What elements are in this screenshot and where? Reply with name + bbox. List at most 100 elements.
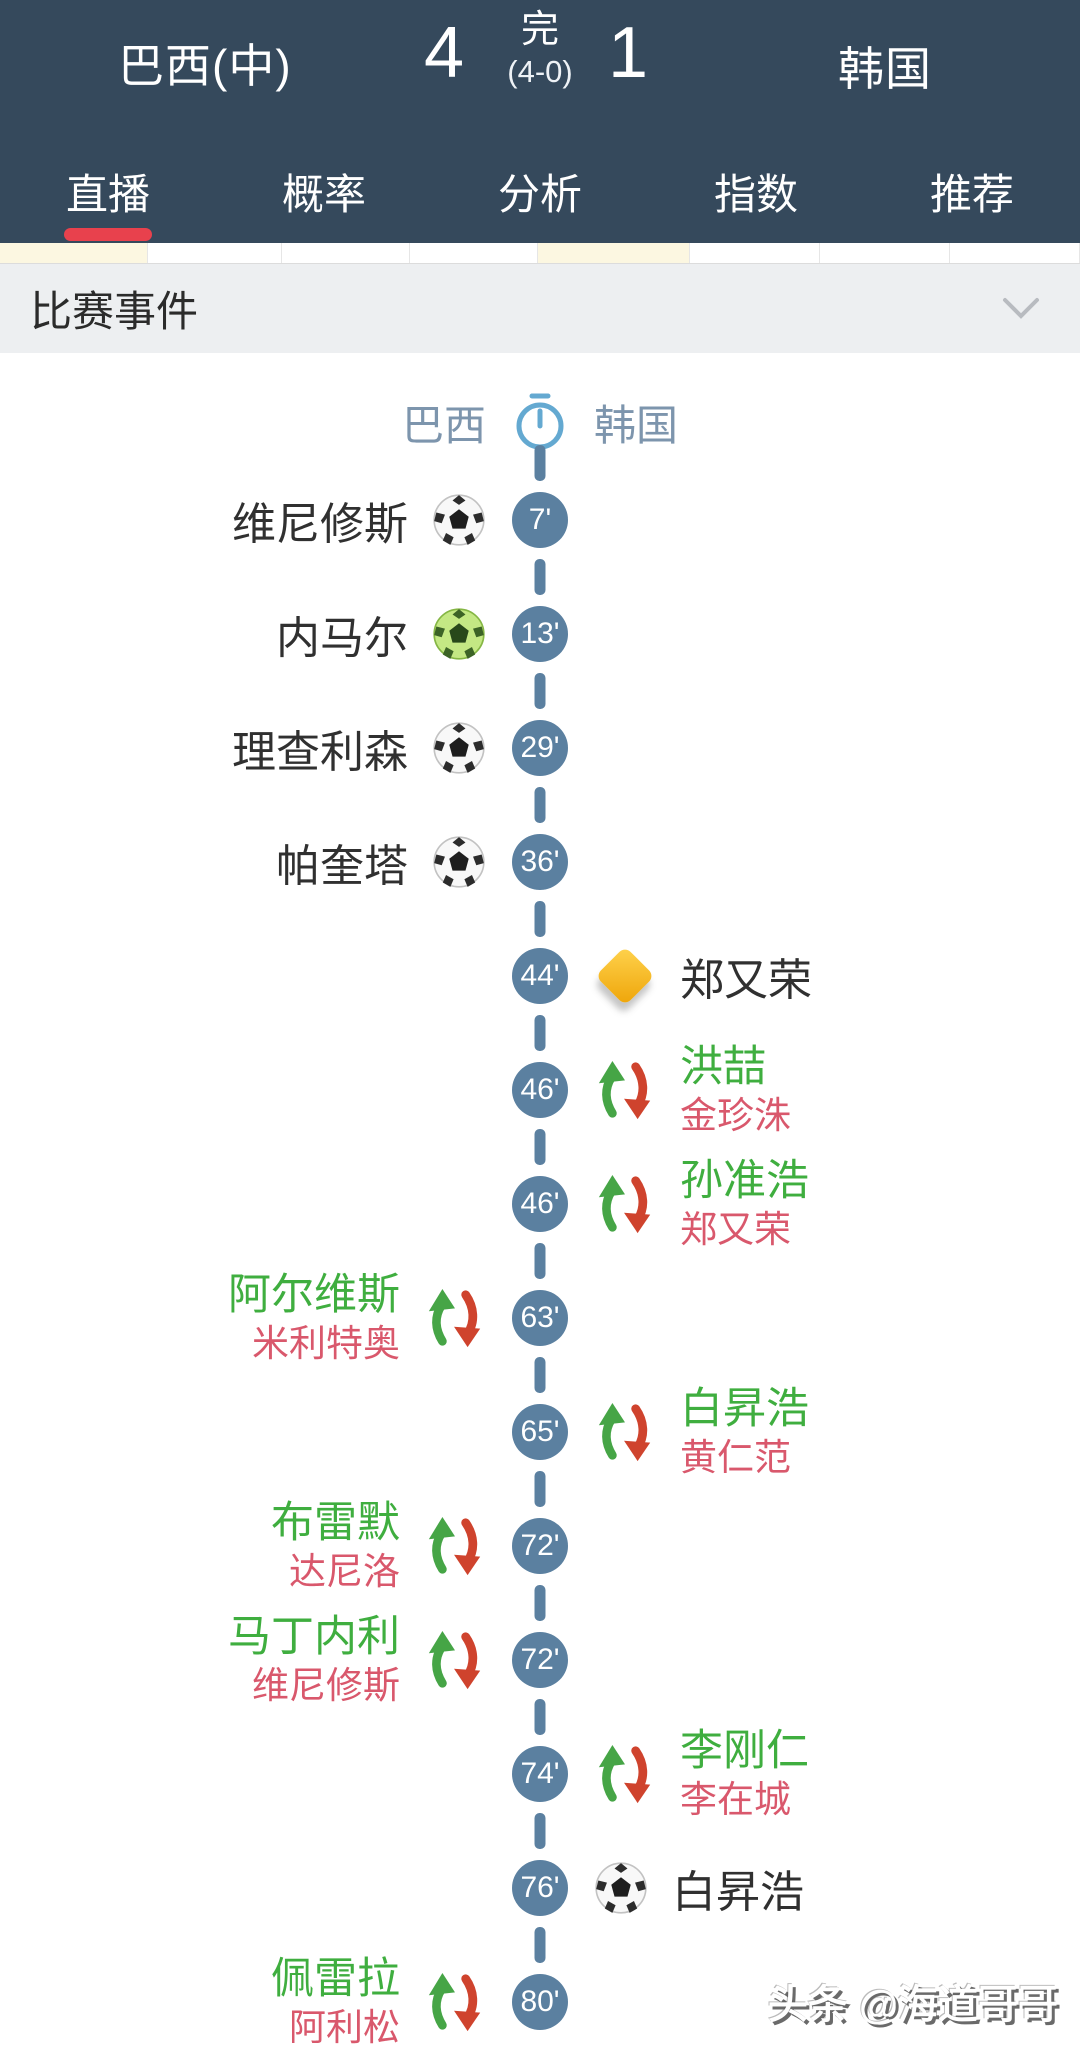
match-status: 完: [520, 9, 560, 51]
substitution-icon: [598, 1744, 651, 1804]
timeline-event: 布雷默 达尼洛 72': [0, 1489, 1080, 1603]
event-minute-badge: 65': [512, 1404, 568, 1460]
substitution-players: 布雷默 达尼洛: [271, 1499, 400, 1593]
substitution-icon: [598, 1174, 651, 1234]
away-team-name: 韩国: [838, 43, 932, 95]
odds-cell[interactable]: [282, 243, 410, 263]
event-minute-badge: 36': [512, 834, 568, 890]
home-team-name: 巴西(中): [118, 40, 292, 92]
event-minute-badge: 72': [512, 1518, 568, 1574]
substitution-players: 马丁内利 维尼修斯: [228, 1613, 400, 1707]
timeline-away-label: 韩国: [594, 401, 679, 449]
tab-recommend[interactable]: 推荐: [929, 171, 1014, 218]
timeline-event: 65' 白昇浩 黄仁范: [0, 1375, 1080, 1489]
substitution-players: 孙准浩 郑又荣: [680, 1157, 809, 1251]
odds-table-strip[interactable]: [0, 243, 1080, 264]
player-out-name: 郑又荣: [680, 1209, 791, 1251]
event-minute-badge: 13': [512, 606, 568, 662]
event-home-side: 佩雷拉 阿利松: [0, 1955, 512, 2049]
scoreboard: 巴西(中) 4 完 (4-0) 1 韩国: [0, 0, 1080, 140]
match-events-section-bar[interactable]: 比赛事件: [0, 264, 1080, 353]
timeline-event: 维尼修斯 7': [0, 463, 1080, 577]
odds-cell[interactable]: [0, 243, 148, 263]
timeline-event: 阿尔维斯 米利特奥 63': [0, 1261, 1080, 1375]
substitution-players: 李刚仁 李在城: [680, 1727, 809, 1821]
tab-index[interactable]: 指数: [713, 171, 798, 218]
event-minute-badge: 72': [512, 1632, 568, 1688]
timeline-event: 内马尔 13': [0, 577, 1080, 691]
event-minute-badge: 46': [512, 1062, 568, 1118]
player-in-name: 洪喆: [680, 1043, 766, 1092]
event-home-side: 理查利森: [0, 716, 512, 780]
timeline-event: 46' 孙准浩 郑又荣: [0, 1147, 1080, 1261]
odds-cell[interactable]: [148, 243, 282, 263]
match-events-timeline: 巴西 韩国 维尼修斯 7'内马尔 13'理查利森: [0, 353, 1080, 2059]
timeline-event: 46' 洪喆 金珍洙: [0, 1033, 1080, 1147]
event-away-side: 李刚仁 李在城: [568, 1727, 1080, 1821]
event-home-side: 内马尔: [0, 602, 512, 666]
soccer-ball-icon: [433, 494, 485, 546]
player-in-name: 白昇浩: [680, 1385, 809, 1434]
timeline-event: 44'郑又荣: [0, 919, 1080, 1033]
player-in-name: 李刚仁: [680, 1727, 809, 1776]
player-out-name: 阿利松: [289, 2007, 400, 2049]
substitution-icon: [428, 1972, 481, 2032]
player-name: 郑又荣: [680, 956, 812, 1005]
timeline-event: 74' 李刚仁 李在城: [0, 1717, 1080, 1831]
timeline-event: 76' 白昇浩: [0, 1831, 1080, 1945]
timeline-home-label: 巴西: [401, 401, 486, 449]
substitution-icon: [428, 1516, 481, 1576]
player-out-name: 黄仁范: [680, 1437, 791, 1479]
player-out-name: 李在城: [680, 1779, 791, 1821]
watermark: 头条 @海道哥哥: [767, 1983, 1058, 2027]
event-away-side: 白昇浩: [568, 1856, 1080, 1920]
event-away-side: 孙准浩 郑又荣: [568, 1157, 1080, 1251]
player-name: 帕奎塔: [276, 842, 408, 891]
event-home-side: 马丁内利 维尼修斯: [0, 1613, 512, 1707]
event-home-side: 阿尔维斯 米利特奥: [0, 1271, 512, 1365]
tab-live[interactable]: 直播: [0, 140, 216, 243]
player-in-name: 布雷默: [271, 1499, 400, 1548]
section-title: 比赛事件: [30, 288, 199, 335]
event-minute-badge: 80': [512, 1974, 568, 2030]
substitution-players: 佩雷拉 阿利松: [271, 1955, 400, 2049]
timeline-header: 巴西 韩国: [0, 353, 1080, 451]
tab-odds[interactable]: 概率: [281, 171, 366, 218]
odds-cell[interactable]: [950, 243, 1080, 263]
event-minute-badge: 74': [512, 1746, 568, 1802]
timeline-event: 马丁内利 维尼修斯 72': [0, 1603, 1080, 1717]
yellow-card-icon: [595, 946, 655, 1006]
match-status-block: 完 (4-0): [507, 9, 573, 90]
player-out-name: 达尼洛: [289, 1551, 400, 1593]
player-in-name: 佩雷拉: [271, 1955, 400, 2004]
player-name: 内马尔: [276, 614, 408, 663]
away-score: 1: [608, 13, 649, 93]
half-time-score: (4-0): [507, 53, 573, 89]
player-in-name: 阿尔维斯: [228, 1271, 400, 1320]
player-name: 理查利森: [232, 728, 408, 777]
home-score: 4: [424, 13, 465, 93]
odds-cell[interactable]: [410, 243, 538, 263]
soccer-ball-green-icon: [433, 608, 485, 660]
substitution-icon: [598, 1060, 651, 1120]
odds-cell[interactable]: [820, 243, 950, 263]
soccer-ball-icon: [433, 722, 485, 774]
substitution-players: 阿尔维斯 米利特奥: [228, 1271, 400, 1365]
tab-analysis[interactable]: 分析: [497, 171, 582, 218]
event-minute-badge: 7': [512, 492, 568, 548]
substitution-icon: [428, 1288, 481, 1348]
odds-cell[interactable]: [538, 243, 690, 263]
match-header: 巴西(中) 4 完 (4-0) 1 韩国 直播 概率 分析 指数 推荐: [0, 0, 1080, 243]
player-in-name: 孙准浩: [680, 1157, 809, 1206]
nav-tabs: 直播 概率 分析 指数 推荐: [0, 140, 1080, 243]
event-home-side: 布雷默 达尼洛: [0, 1499, 512, 1593]
event-away-side: 白昇浩 黄仁范: [568, 1385, 1080, 1479]
substitution-players: 洪喆 金珍洙: [680, 1043, 791, 1137]
odds-cell[interactable]: [690, 243, 820, 263]
player-name: 白昇浩: [672, 1868, 804, 1917]
event-home-side: 维尼修斯: [0, 488, 512, 552]
player-out-name: 维尼修斯: [252, 1665, 400, 1707]
event-minute-badge: 29': [512, 720, 568, 776]
chevron-down-icon[interactable]: [1002, 297, 1040, 321]
